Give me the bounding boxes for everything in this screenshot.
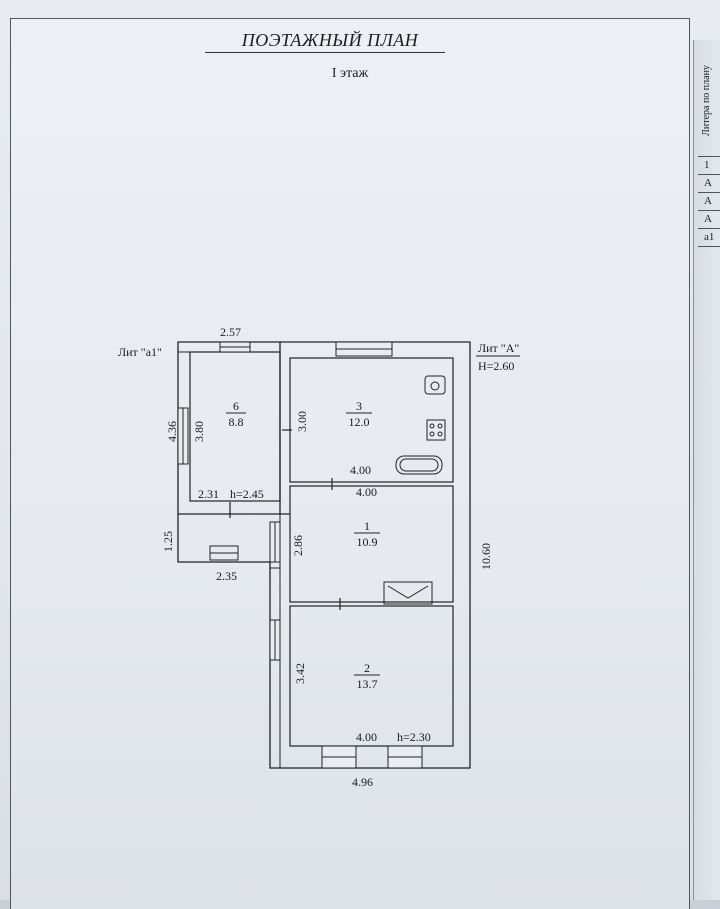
outer-wall-main [269, 341, 471, 769]
dim-left-inner-a1: 3.80 [192, 421, 206, 442]
dim-bottom-a1: 2.31 [198, 487, 219, 501]
stove-icon [426, 419, 446, 441]
dim-room2-bottom: 4.00 [356, 730, 377, 744]
window-room2-bottom-1 [321, 745, 357, 769]
room-1-area: 10.9 [357, 535, 378, 549]
room-3-area: 12.0 [349, 415, 370, 429]
lit-a1-label: Лит "а1" [118, 345, 162, 359]
window-room3-top [335, 341, 393, 357]
room-2-number: 2 [364, 661, 370, 675]
window-room2-bottom-2 [387, 745, 423, 769]
lit-a-label: Лит "А" [478, 341, 519, 355]
room-3-outline [289, 357, 454, 483]
side-table-strip [693, 40, 720, 900]
room-1-outline [289, 485, 454, 603]
dim-h-a1: h=2.45 [230, 487, 264, 501]
room-3-number: 3 [356, 399, 362, 413]
height-a-label: H=2.60 [478, 359, 514, 373]
side-table-cells: 1 А А А а1 [698, 156, 720, 247]
dim-room3-bottom: 4.00 [350, 463, 371, 477]
side-table-cell: а1 [698, 228, 720, 247]
bathtub-icon [395, 455, 443, 475]
dim-h-a: h=2.30 [397, 730, 431, 744]
furnace-icon [383, 581, 433, 605]
window-annex-left [177, 407, 189, 465]
room-6-area: 8.8 [229, 415, 244, 429]
dim-room1-top: 4.00 [356, 485, 377, 499]
dim-left-outer-a1: 4.36 [165, 421, 179, 442]
room-6-number: 6 [233, 399, 239, 413]
porch-outline [177, 514, 271, 568]
title-underline [205, 52, 445, 53]
side-table-header: Литера по плану [700, 64, 712, 136]
side-table-cell: А [698, 192, 720, 210]
side-table-cell: 1 [698, 156, 720, 174]
document-title: ПОЭТАЖНЫЙ ПЛАН [241, 30, 419, 50]
room-1-number: 1 [364, 519, 370, 533]
side-table-cell: А [698, 174, 720, 192]
dim-top-a1: 2.57 [220, 325, 241, 339]
toilet-icon [424, 375, 446, 395]
window-annex-top [219, 341, 251, 353]
dim-total-right: 10.60 [479, 543, 493, 570]
room-2-area: 13.7 [357, 677, 378, 691]
dim-total-bottom: 4.96 [352, 775, 373, 789]
side-table-cell: А [698, 210, 720, 228]
dim-room1-left: 2.86 [291, 535, 305, 556]
dim-room2-left: 3.42 [293, 663, 307, 684]
room-2-outline [289, 605, 454, 747]
dim-porch-width: 2.35 [216, 569, 237, 583]
dim-room3-left: 3.00 [295, 411, 309, 432]
dim-porch-height: 1.25 [161, 531, 175, 552]
floor-label: I этаж [331, 66, 369, 81]
window-room2-left [269, 619, 281, 661]
window-room1-left [269, 521, 281, 563]
